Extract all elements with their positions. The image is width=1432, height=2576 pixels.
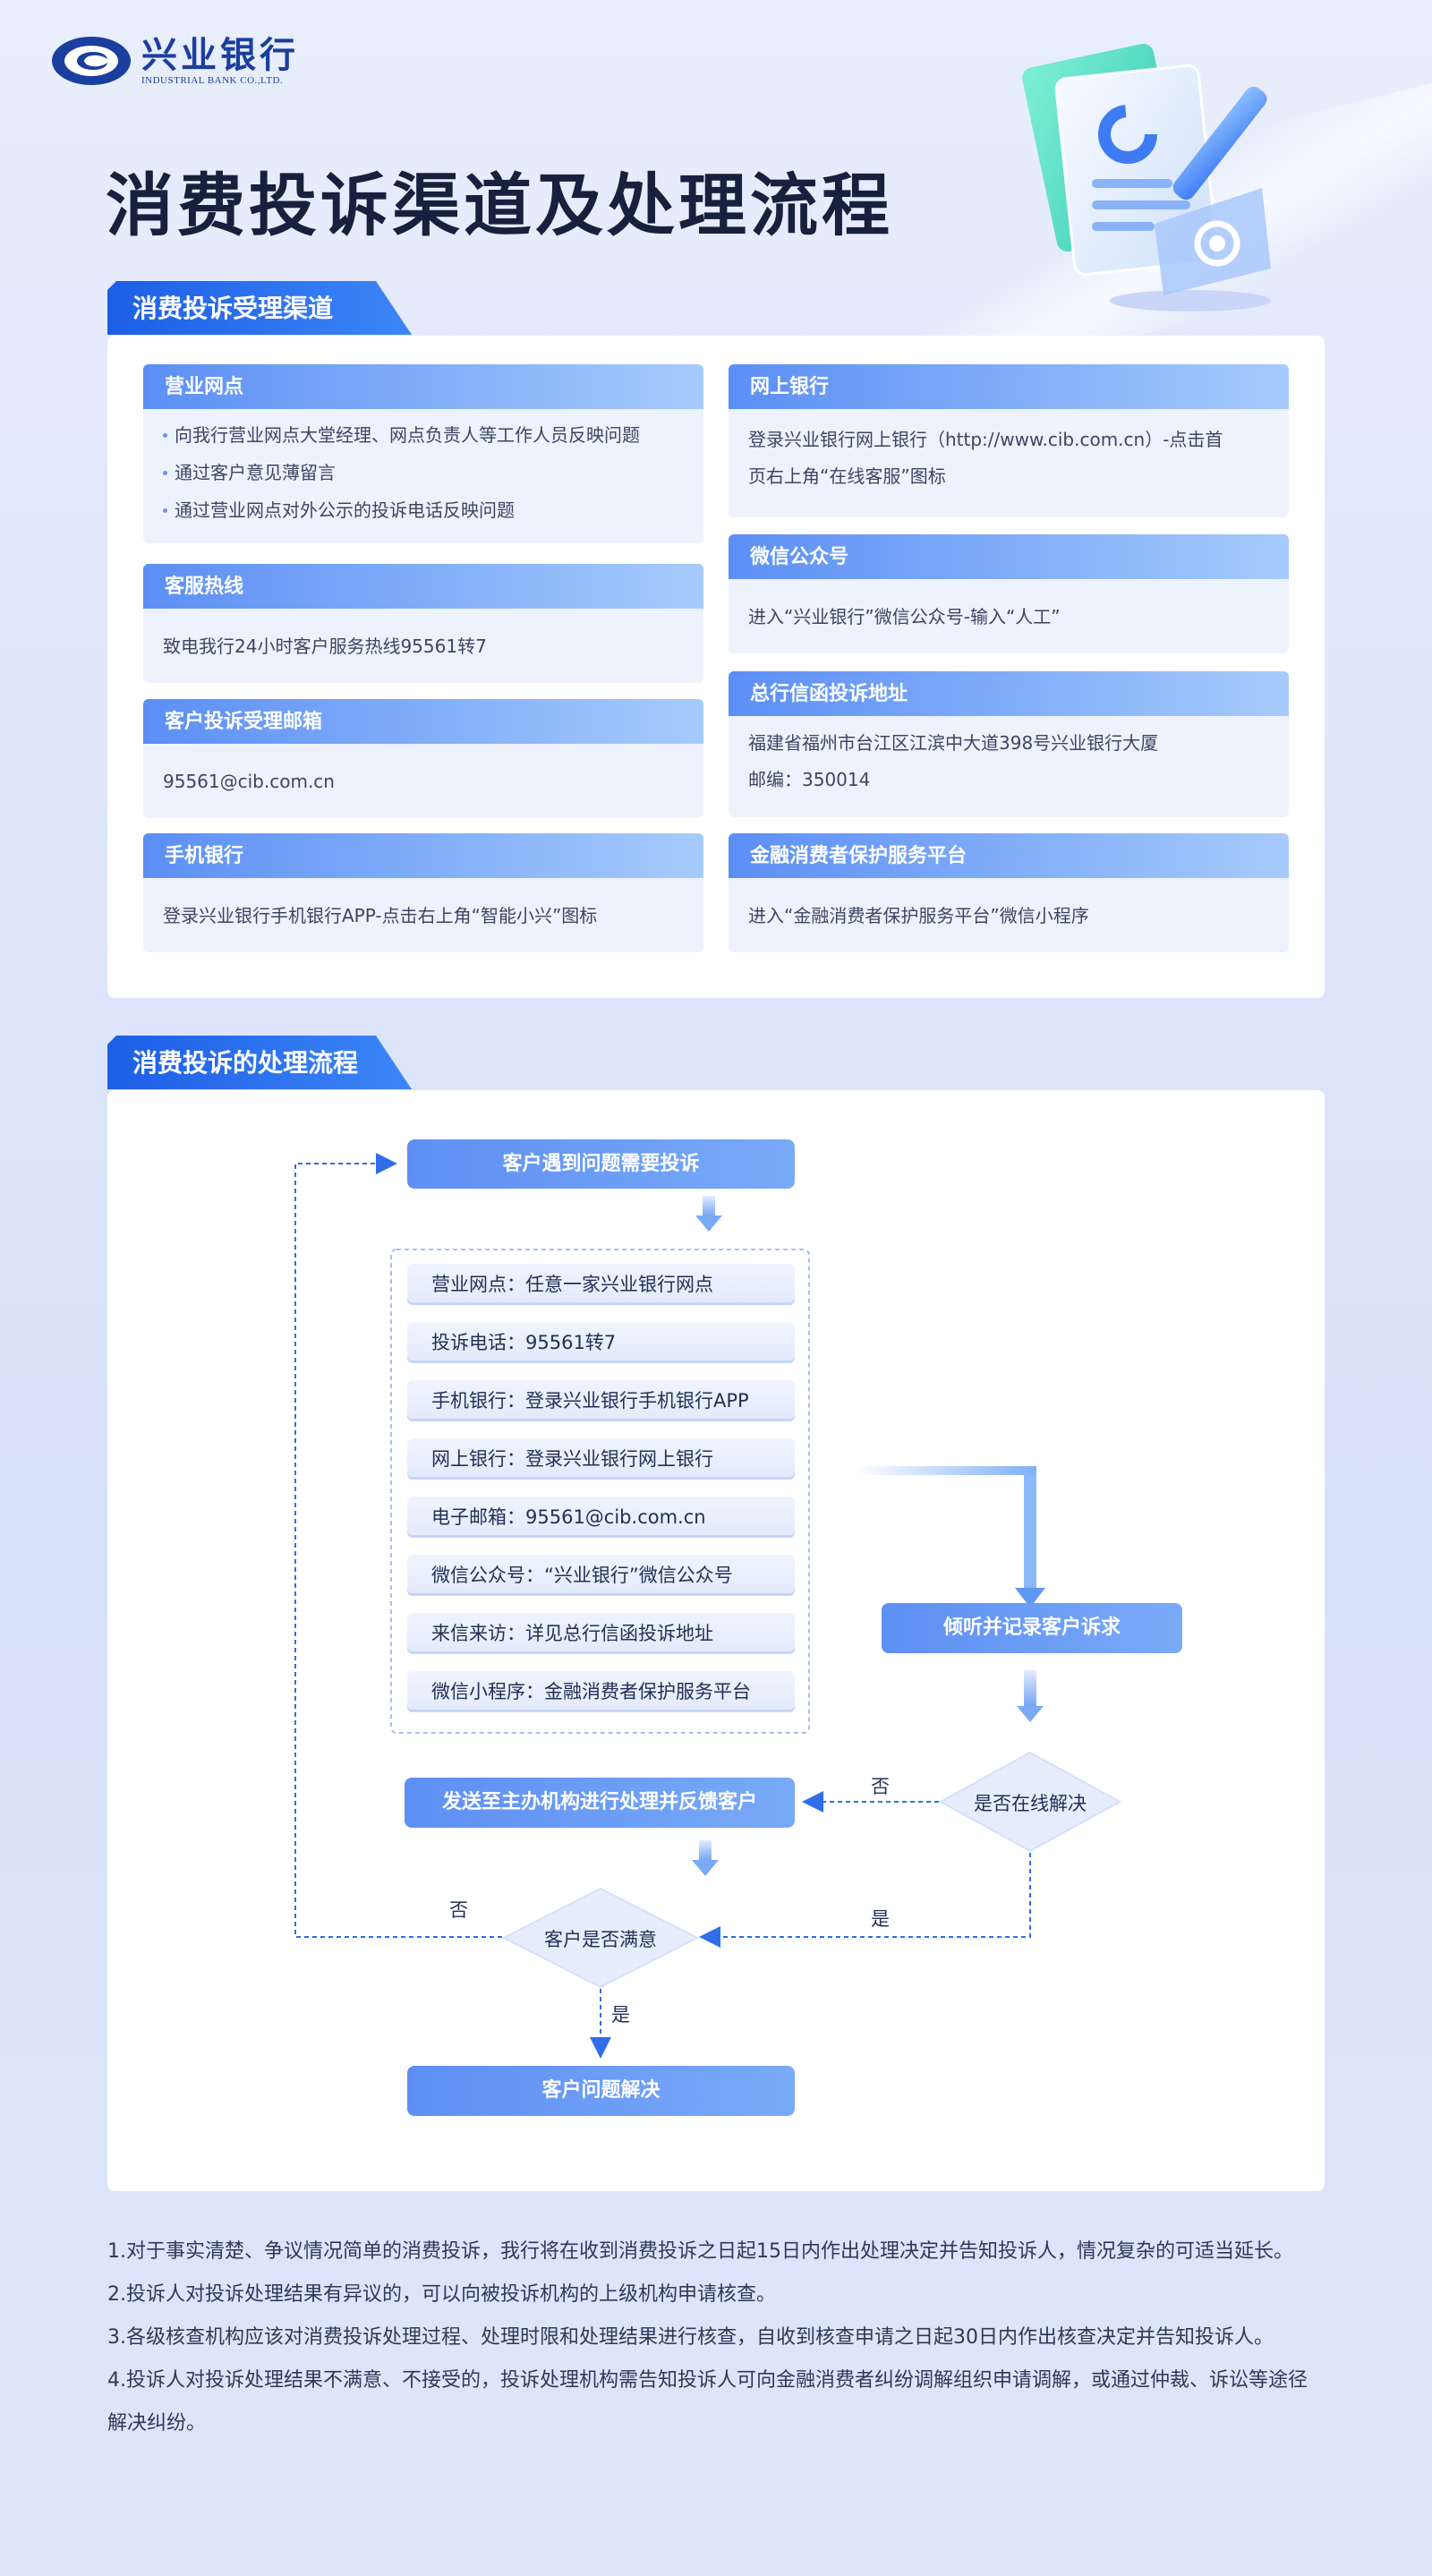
channel-text: 登录兴业银行网上银行（http://www.cib.com.cn）-点击首 (748, 429, 1223, 450)
notes: 1.对于事实清楚、争议情况简单的消费投诉，我行将在收到消费投诉之日起15日内作出… (107, 2231, 1325, 2445)
channel-bullet: 通过营业网点对外公示的投诉电话反映问题 (163, 491, 682, 529)
channel-text: 邮编：350014 (748, 769, 871, 790)
page-title: 消费投诉渠道及处理流程 (106, 166, 893, 245)
channel-title: 客户投诉受理邮箱 (143, 699, 703, 744)
channels-card: 营业网点 向我行营业网点大堂经理、网点负责人等工作人员反映问题 通过客户意见薄留… (107, 336, 1325, 998)
flow-resolved-box: 客户问题解决 (407, 2066, 795, 2116)
channel-title: 总行信函投诉地址 (729, 671, 1289, 716)
note-item: 1.对于事实清楚、争议情况简单的消费投诉，我行将在收到消费投诉之日起15日内作出… (107, 2240, 1293, 2263)
flow-satisfied-decision: 客户是否满意 (544, 1929, 657, 1950)
flow-channel-item: 来信来访：详见总行信函投诉地址 (407, 1613, 795, 1654)
flow-send-box: 发送至主办机构进行处理并反馈客户 (405, 1778, 795, 1828)
channel-mobile-banking: 手机银行 登录兴业银行手机银行APP-点击右上角“智能小兴”图标 (143, 833, 703, 952)
flow-channel-item: 手机银行：登录兴业银行手机银行APP (407, 1380, 795, 1421)
bank-logo-icon (52, 37, 131, 85)
note-item: 2.投诉人对投诉处理结果有异议的，可以向被投诉机构的上级机构申请核查。 (107, 2283, 776, 2306)
section-heading-channels: 消费投诉受理渠道 (107, 281, 412, 335)
complaint-document-illustration (1022, 43, 1271, 311)
channel-protection-platform: 金融消费者保护服务平台 进入“金融消费者保护服务平台”微信小程序 (729, 833, 1289, 952)
flow-connectors (294, 1153, 1122, 2059)
process-card: 客户遇到问题需要投诉 营业网点：任意一家兴业银行网点 投诉电话：95561转7 … (107, 1090, 1325, 2191)
flow-channel-item: 微信小程序：金融消费者保护服务平台 (407, 1671, 795, 1712)
channel-text: 福建省福州市台江区江滨中大道398号兴业银行大厦 (748, 732, 1159, 754)
channel-title: 金融消费者保护服务平台 (729, 833, 1289, 878)
flow-online-decision: 是否在线解决 (974, 1793, 1087, 1814)
channel-text: 进入“兴业银行”微信公众号-输入“人工” (748, 606, 1061, 627)
logo-english-name: INDUSTRIAL BANK CO.,LTD. (141, 75, 284, 86)
channel-hotline: 客服热线 致电我行24小时客户服务热线95561转7 (143, 564, 703, 683)
channel-email: 客户投诉受理邮箱 95561@cib.com.cn (143, 699, 703, 818)
note-item: 3.各级核查机构应该对消费投诉处理过程、处理时限和处理结果进行核查，自收到核查申… (107, 2326, 1274, 2349)
channel-bullet: 向我行营业网点大堂经理、网点负责人等工作人员反映问题 (163, 416, 682, 454)
section-heading-process: 消费投诉的处理流程 (107, 1036, 412, 1089)
channel-title: 客服热线 (143, 564, 703, 609)
channel-branch: 营业网点 向我行营业网点大堂经理、网点负责人等工作人员反映问题 通过客户意见薄留… (143, 364, 703, 543)
flow-channel-item: 投诉电话：95561转7 (407, 1322, 795, 1363)
channel-text: 进入“金融消费者保护服务平台”微信小程序 (748, 905, 1089, 926)
flow-channel-item: 网上银行：登录兴业银行网上银行 (407, 1438, 795, 1480)
flow-start-box: 客户遇到问题需要投诉 (407, 1139, 795, 1189)
channel-letter: 总行信函投诉地址 福建省福州市台江区江滨中大道398号兴业银行大厦 邮编：350… (729, 671, 1289, 817)
flow-no-label: 否 (871, 1776, 890, 1797)
channel-text: 95561@cib.com.cn (163, 771, 335, 792)
flow-no-label: 否 (449, 1899, 468, 1921)
channel-wechat: 微信公众号 进入“兴业银行”微信公众号-输入“人工” (729, 534, 1289, 653)
note-item: 4.投诉人对投诉处理结果不满意、不接受的，投诉处理机构需告知投诉人可向金融消费者… (107, 2369, 1308, 2435)
channel-text: 登录兴业银行手机银行APP-点击右上角“智能小兴”图标 (163, 905, 598, 926)
flow-channel-item: 电子邮箱：95561@cib.com.cn (407, 1497, 795, 1538)
logo-chinese-name: 兴业银行 (141, 34, 299, 76)
channel-title: 微信公众号 (729, 534, 1289, 579)
flow-channel-item: 营业网点：任意一家兴业银行网点 (407, 1264, 795, 1305)
channel-online-banking: 网上银行 登录兴业银行网上银行（http://www.cib.com.cn）-点… (729, 364, 1289, 517)
flow-listen-box: 倾听并记录客户诉求 (882, 1603, 1182, 1653)
flow-yes-label: 是 (871, 1908, 890, 1930)
flow-yes-label: 是 (611, 2004, 630, 2026)
channel-text: 致电我行24小时客户服务热线95561转7 (163, 635, 487, 657)
channel-title: 营业网点 (143, 364, 703, 409)
channel-title: 网上银行 (729, 364, 1289, 409)
channel-bullet: 通过客户意见薄留言 (163, 454, 682, 491)
channel-title: 手机银行 (143, 833, 703, 878)
bank-logo: 兴业银行 INDUSTRIAL BANK CO.,LTD. (50, 34, 299, 88)
flow-channel-item: 微信公众号：“兴业银行”微信公众号 (407, 1555, 795, 1596)
channel-text: 页右上角“在线客服”图标 (748, 465, 946, 487)
